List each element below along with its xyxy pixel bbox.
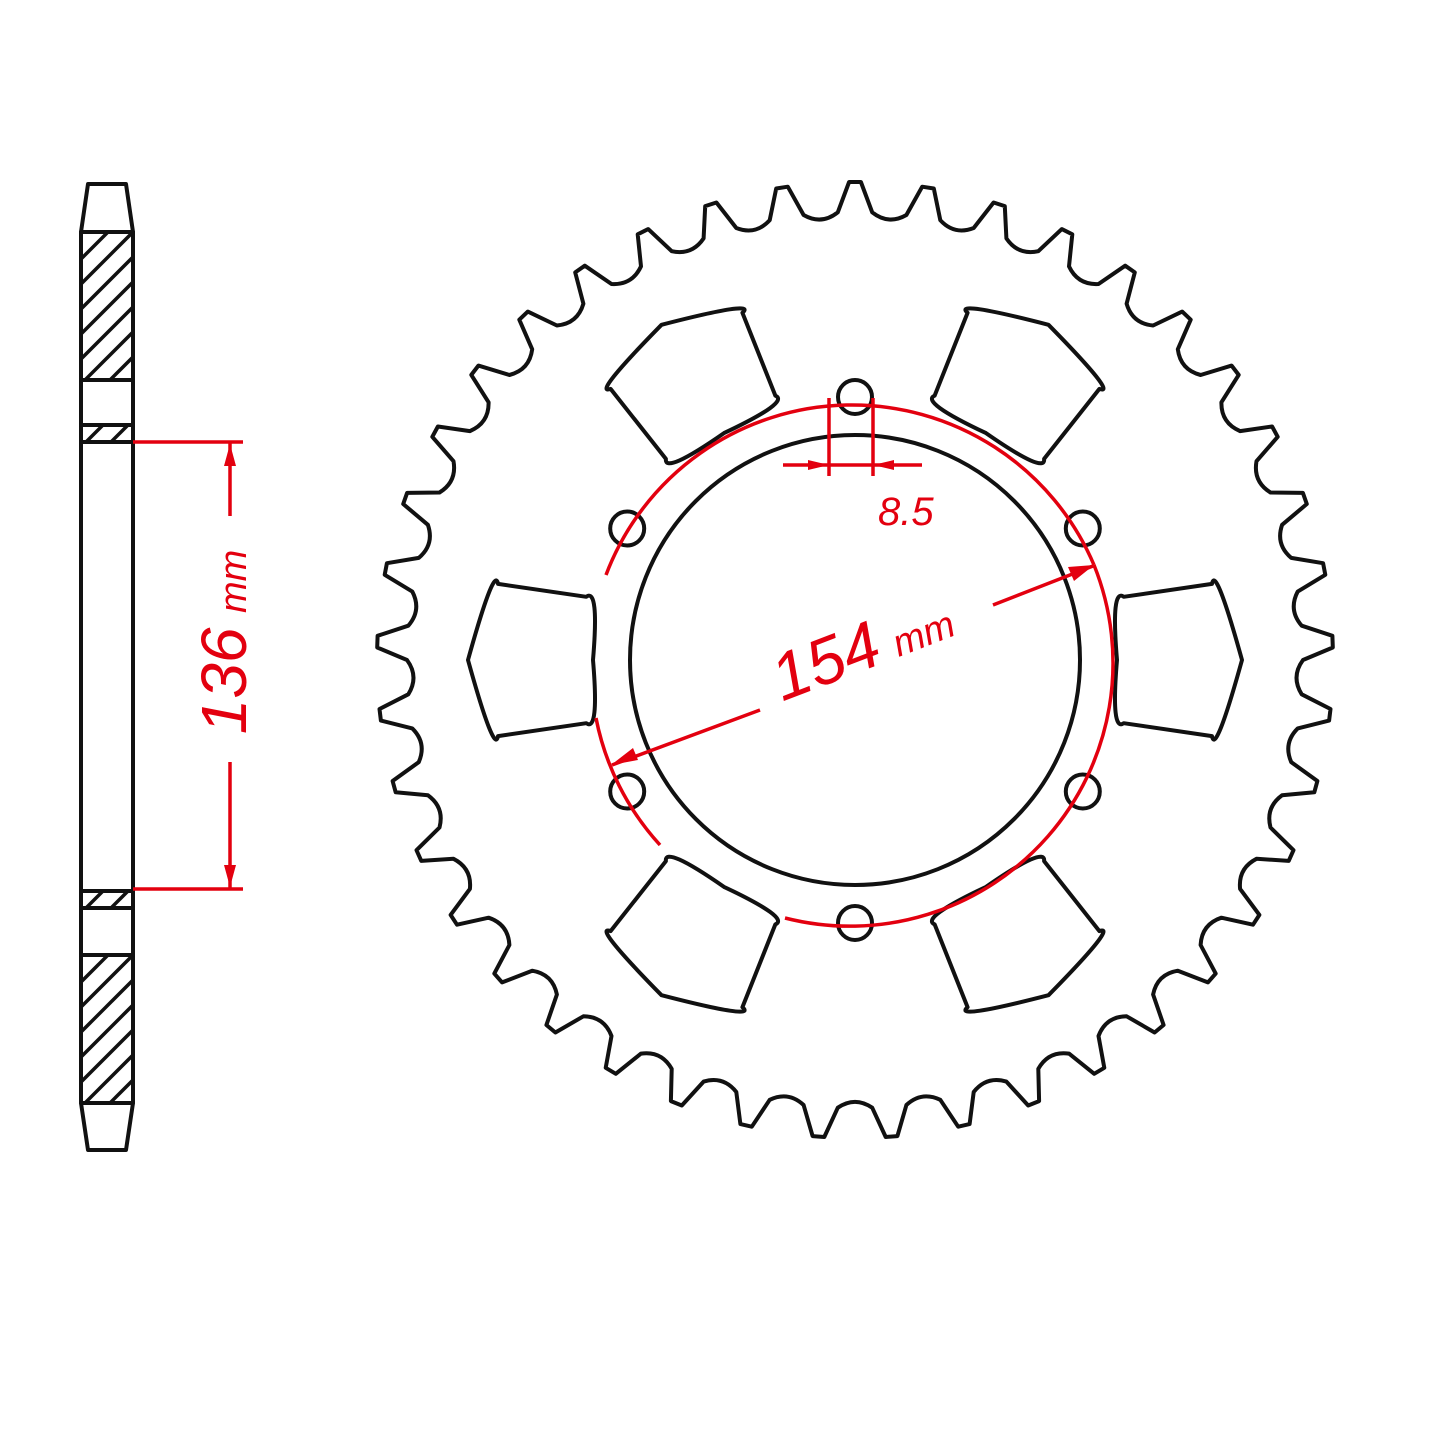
pcd-dimension-value: 154 bbox=[761, 606, 890, 715]
sprocket-teeth-outline bbox=[375, 180, 1335, 1139]
hatch-lower-small bbox=[83, 891, 131, 908]
lightening-slot bbox=[466, 578, 598, 742]
bolt-hole bbox=[836, 904, 874, 942]
dimension-136: 136 mm bbox=[133, 440, 260, 891]
bolt-hole bbox=[836, 378, 874, 416]
lightening-slot bbox=[604, 854, 780, 1014]
bolt-hole bbox=[608, 509, 647, 548]
lightening-slot bbox=[930, 306, 1106, 466]
svg-text:154 mm: 154 mm bbox=[761, 578, 963, 714]
side-dimension-unit: mm bbox=[213, 550, 255, 613]
bolt-hole bbox=[608, 772, 647, 811]
hatch-lower bbox=[81, 955, 131, 1103]
svg-text:136 mm: 136 mm bbox=[188, 550, 260, 735]
lightening-slot bbox=[1112, 578, 1244, 742]
hatch-upper bbox=[81, 232, 131, 380]
side-dimension-value: 136 bbox=[188, 627, 260, 734]
lightening-slot bbox=[604, 306, 780, 466]
bolt-hole bbox=[1063, 772, 1102, 811]
pcd-circle bbox=[594, 403, 1115, 928]
center-bore bbox=[628, 433, 1082, 887]
bolt-holes bbox=[608, 378, 1102, 942]
side-view: 136 mm bbox=[79, 182, 260, 1152]
front-view: 8.5 154 mm bbox=[375, 180, 1335, 1139]
lightening-slot bbox=[930, 854, 1106, 1014]
lightening-slots bbox=[466, 306, 1244, 1014]
dimension-154: 154 mm bbox=[611, 564, 1094, 767]
hatch-upper-small bbox=[83, 425, 131, 442]
dimension-8-5: 8.5 bbox=[783, 398, 934, 534]
pcd-dimension-unit: mm bbox=[887, 604, 961, 666]
bolt-hole-dimension: 8.5 bbox=[878, 490, 934, 534]
